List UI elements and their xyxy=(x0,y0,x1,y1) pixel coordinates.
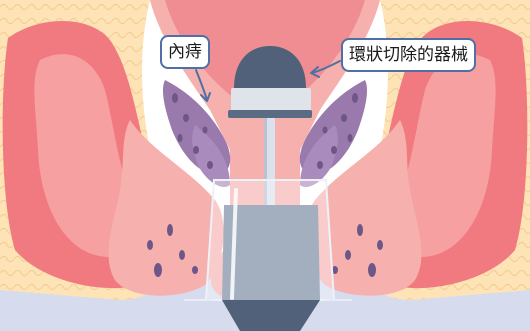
stapler-anvil-ring xyxy=(231,88,311,112)
label-circular-stapler: 環狀切除的器械 xyxy=(341,38,476,72)
label-internal-hemorrhoid: 內痔 xyxy=(160,35,210,69)
